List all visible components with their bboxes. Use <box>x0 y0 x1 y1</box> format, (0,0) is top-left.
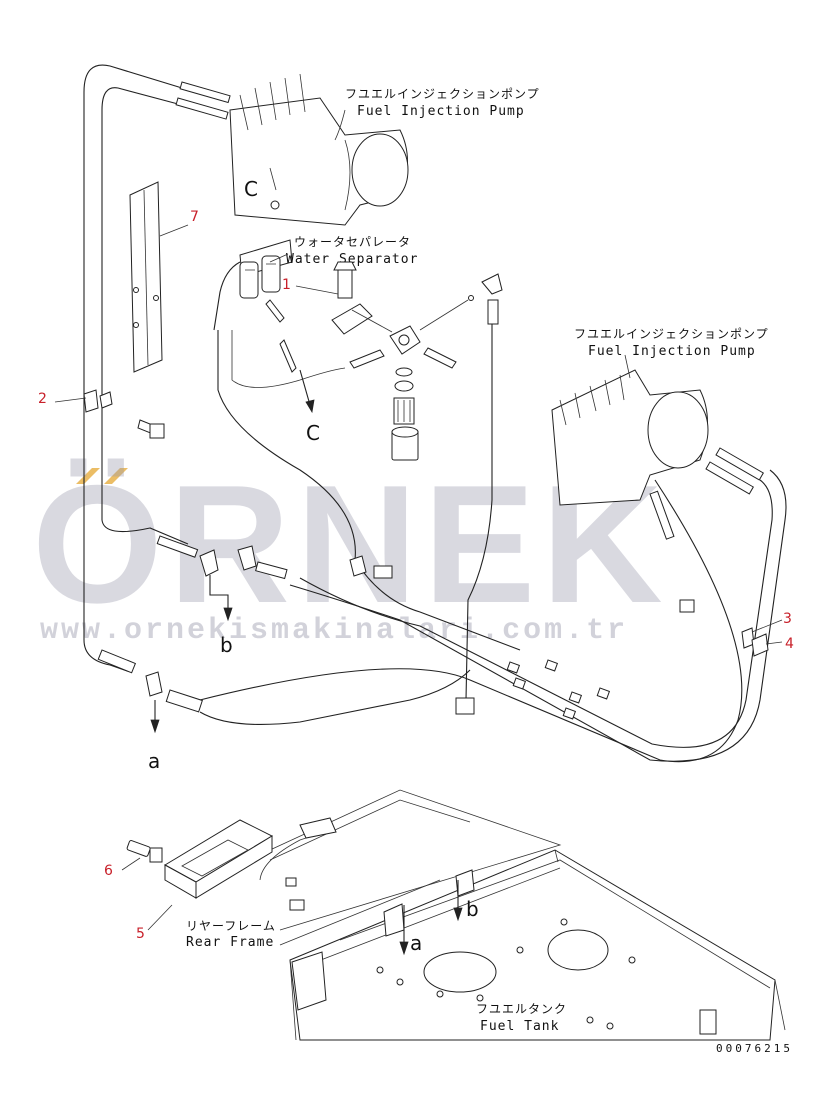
fuel-injection-pump-right <box>551 369 764 540</box>
callout-6: 6 <box>104 863 113 879</box>
watermark-url: www.ornekismakinalari.com.tr <box>40 614 628 648</box>
fuel-line-outer-left <box>83 64 183 673</box>
connection-letter-b-bottom: b <box>466 897 479 921</box>
connection-letter-a-top: a <box>148 749 160 773</box>
connection-letter-c-top: C <box>244 177 258 201</box>
fuel-line-right-loop-outer <box>289 469 787 762</box>
fuel-injection-pump-top: C <box>175 73 409 226</box>
label-water-separator-en: Water Separator <box>286 252 418 267</box>
arrow-c-bottom <box>299 369 311 406</box>
leader-6 <box>121 857 141 871</box>
leader-7 <box>159 224 189 237</box>
label-fuel-injection-pump-top-en: Fuel Injection Pump <box>357 104 525 119</box>
fuel-tank <box>289 849 776 1041</box>
part-5-pad <box>163 819 274 899</box>
line-fittings <box>97 535 695 720</box>
callout-1: 1 <box>282 277 291 293</box>
fuel-line-inner-left <box>101 87 189 545</box>
leader-4 <box>765 641 783 645</box>
leader-5 <box>147 904 173 931</box>
leader-1 <box>295 285 339 295</box>
leader-3 <box>751 619 783 633</box>
arrow-b-top <box>209 575 229 610</box>
fuel-line-right-loop-inner <box>199 479 743 763</box>
leader-2 <box>54 397 87 403</box>
rear-frame <box>259 789 562 946</box>
fuel-line-right-loop-mid <box>299 479 773 748</box>
fuel-line-separator-loop <box>217 330 521 651</box>
callout-4: 4 <box>785 636 794 652</box>
label-fuel-injection-pump-top-jp: フユエルインジェクションポンプ <box>345 87 540 101</box>
watermark-accent-mark <box>76 468 100 484</box>
connection-letter-c-bottom: C <box>306 421 320 445</box>
fuel-line-bottom-a <box>199 669 471 725</box>
elbow-fitting-separator <box>481 273 503 325</box>
watermark-accent-mark <box>104 468 128 484</box>
fuel-lines <box>83 64 787 763</box>
label-fuel-tank-en: Fuel Tank <box>480 1019 559 1034</box>
part-2-clip <box>83 389 165 439</box>
fuel-line-vertical-center <box>465 320 493 701</box>
label-fuel-tank-jp: フユエルタンク <box>476 1002 567 1016</box>
label-water-separator-jp: ウォータセパレータ <box>294 235 411 249</box>
label-fuel-injection-pump-right-en: Fuel Injection Pump <box>588 344 756 359</box>
connection-letter-b-top: b <box>220 633 233 657</box>
document-number: 00076215 <box>716 1042 793 1055</box>
callout-3: 3 <box>783 611 792 627</box>
part-3-4-clamp <box>741 627 769 657</box>
part-7-bracket <box>129 181 163 373</box>
label-fuel-injection-pump-right-jp: フユエルインジェクションポンプ <box>574 327 769 341</box>
callout-7: 7 <box>190 209 199 225</box>
fuel-line-separator-return <box>231 330 346 388</box>
label-rear-frame-en: Rear Frame <box>186 935 274 950</box>
connection-letter-a-bottom: a <box>410 931 422 955</box>
part-6-bolt <box>126 840 163 863</box>
callout-2: 2 <box>38 391 47 407</box>
callout-5: 5 <box>136 926 145 942</box>
part-1-filter-assembly <box>331 261 474 461</box>
water-separator <box>213 239 297 373</box>
label-rear-frame-jp: リヤーフレーム <box>186 919 276 933</box>
